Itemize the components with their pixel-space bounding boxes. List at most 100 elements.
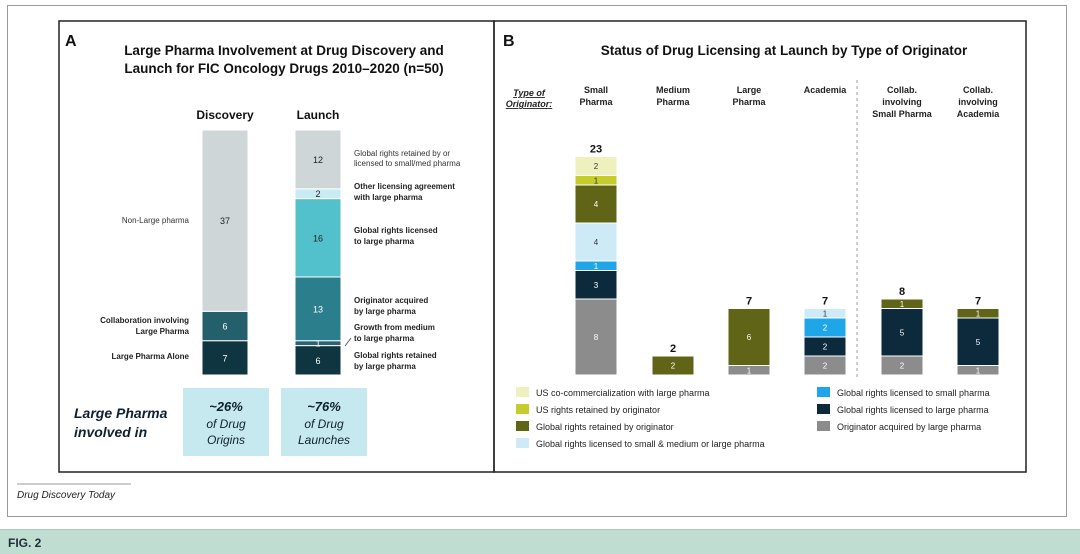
bar-segment-large-pharma-global-rights-retained-by-originator (727, 308, 771, 366)
value-label-collab-involving-academia-global-rights-licensed-to-large-pharma: 5 (976, 338, 981, 347)
legend-label-us-rights-retained-by-originator: US rights retained by originator (536, 405, 660, 415)
bar-segment-discovery-non-large-pharma (201, 129, 249, 312)
label-collab-line2: Large Pharma (136, 327, 190, 336)
value-label-collab-involving-small-pharma-global-rights-licensed-to-large-pharma: 5 (900, 328, 905, 337)
value-label-small-pharma-us-rights-retained-by-originator: 1 (594, 176, 599, 185)
panel-b-frame (493, 20, 1027, 473)
legend-label-global-rights-licensed-to-large-pharma: Global rights licensed to large pharma (837, 405, 989, 415)
panel-a-title-line2: Launch for FIC Oncology Drugs 2010–2020 … (124, 61, 443, 76)
category-header-collab-involving-academia-line1: Collab. (963, 85, 993, 95)
category-header-collab-involving-academia-line2: involving (958, 97, 998, 107)
category-header-collab-involving-academia-line3: Academia (957, 109, 1001, 119)
bar-segment-small-pharma-global-rights-licensed-to-large-pharma (574, 270, 618, 300)
panel-b-title: Status of Drug Licensing at Launch by Ty… (601, 43, 968, 58)
category-header-small-pharma-line1: Small (584, 85, 608, 95)
label-collab-line1: Collaboration involving (100, 316, 189, 325)
legend-label-global-rights-licensed-to-small-pharma: Global rights licensed to small pharma (837, 388, 990, 398)
value-label-small-pharma-global-rights-licensed-to-small-medium-or-large-pharma: 4 (594, 238, 599, 247)
value-label-small-pharma-global-rights-licensed-to-small-pharma: 1 (594, 262, 599, 271)
category-header-large-pharma-line1: Large (737, 85, 762, 95)
category-header-large-pharma-line2: Pharma (732, 97, 766, 107)
legend-swatch-originator-acquired-by-large-pharma (817, 421, 830, 431)
value-label-large-pharma-originator-acquired-by-large-pharma: 1 (747, 366, 752, 375)
value-label-launch-other-licensing-agreement-with-large-pharma: 2 (315, 189, 320, 199)
legend-label-originator-acquired-by-large-pharma: Originator acquired by large pharma (837, 422, 981, 432)
launch-label-licensed-large-2: to large pharma (354, 237, 415, 246)
bar-segment-collab-involving-academia-global-rights-retained-by-originator (956, 308, 1000, 319)
value-label-discovery-collaboration-involving-large-pharma: 6 (222, 322, 227, 332)
category-header-medium-pharma-line2: Pharma (656, 97, 690, 107)
discovery-header: Discovery (196, 108, 254, 122)
figure-caption-bar: FIG. 2 (0, 529, 1080, 554)
launch-label-growth-1: Growth from medium (354, 323, 435, 332)
bar-segment-collab-involving-small-pharma-global-rights-retained-by-originator (880, 298, 924, 309)
bar-segment-discovery-large-pharma-alone (201, 340, 249, 376)
category-header-small-pharma-line2: Pharma (579, 97, 613, 107)
source-credit: Drug Discovery Today (17, 490, 116, 501)
bar-segment-small-pharma-us-co-commercialization-with-large-pharma (574, 156, 618, 176)
total-label-academia: 7 (822, 296, 828, 308)
value-label-discovery-non-large-pharma: 37 (220, 216, 230, 226)
legend-label-global-rights-licensed-to-small-medium-or-large-pharma: Global rights licensed to small & medium… (536, 439, 765, 449)
total-label-small-pharma: 23 (590, 144, 602, 156)
launch-header: Launch (297, 108, 340, 122)
bar-segment-launch-originator-acquired-by-large-pharma (294, 276, 342, 342)
launch-label-acquired-1: Originator acquired (354, 296, 428, 305)
legend-label-global-rights-retained-by-originator: Global rights retained by originator (536, 422, 674, 432)
legend-swatch-us-co-commercialization-with-large-pharma (516, 387, 529, 397)
legend-label-us-co-commercialization-with-large-pharma: US co-commercialization with large pharm… (536, 388, 710, 398)
value-label-launch-growth-from-medium-to-large-pharma: 1 (315, 339, 320, 349)
panel-a-letter: A (65, 33, 77, 50)
category-header-collab-involving-small-pharma-line1: Collab. (887, 85, 917, 95)
launch-label-acquired-2: by large pharma (354, 307, 416, 316)
launch-label-retained-large-2: by large pharma (354, 362, 416, 371)
value-label-large-pharma-global-rights-retained-by-originator: 6 (747, 333, 752, 342)
bar-segment-academia-global-rights-licensed-to-small-medium-or-large-pharma (803, 308, 847, 319)
bar-segment-collab-involving-academia-global-rights-licensed-to-large-pharma (956, 317, 1000, 366)
value-label-medium-pharma-global-rights-retained-by-originator: 2 (671, 362, 676, 371)
legend-swatch-global-rights-retained-by-originator (516, 421, 529, 431)
value-label-collab-involving-small-pharma-originator-acquired-by-large-pharma: 2 (900, 362, 905, 371)
launch-label-licensed-large-1: Global rights licensed (354, 226, 438, 235)
launch-label-retained-small-2: licensed to small/med pharma (354, 159, 461, 168)
total-label-collab-involving-academia: 7 (975, 296, 981, 308)
value-label-launch-global-rights-retained-by-or-licensed-to-small-med-pharma: 12 (313, 155, 323, 165)
launch-label-other-licensing-1: Other licensing agreement (354, 182, 455, 191)
panel-a-title-line1: Large Pharma Involvement at Drug Discove… (124, 43, 444, 58)
label-non-large-pharma: Non-Large pharma (122, 216, 190, 225)
value-label-small-pharma-us-co-commercialization-with-large-pharma: 2 (594, 162, 599, 171)
value-label-discovery-large-pharma-alone: 7 (222, 353, 227, 363)
type-label-line2: Originator: (506, 99, 553, 109)
figure-border (7, 5, 1067, 517)
bar-segment-discovery-collaboration-involving-large-pharma (201, 310, 249, 342)
value-label-launch-global-rights-retained-by-large-pharma: 6 (315, 356, 320, 366)
category-header-collab-involving-small-pharma-line3: Small Pharma (872, 109, 933, 119)
callout-label-line1: Large Pharma (74, 405, 168, 421)
value-label-launch-global-rights-licensed-to-large-pharma: 16 (313, 233, 323, 243)
type-label-line1: Type of (513, 88, 546, 98)
callout-launch-line2: Launches (298, 433, 350, 447)
panel-b-category-headers: SmallPharmaMediumPharmaLargePharmaAcadem… (579, 85, 1000, 119)
total-label-large-pharma: 7 (746, 296, 752, 308)
legend-swatch-us-rights-retained-by-originator (516, 404, 529, 414)
bar-segment-launch-global-rights-licensed-to-large-pharma (294, 198, 342, 278)
legend-swatch-global-rights-licensed-to-large-pharma (817, 404, 830, 414)
bar-segment-small-pharma-originator-acquired-by-large-pharma (574, 298, 618, 376)
launch-label-retained-large-1: Global rights retained (354, 351, 437, 360)
callout-launch-line1: of Drug (304, 417, 344, 431)
value-label-academia-global-rights-licensed-to-small-medium-or-large-pharma: 1 (823, 309, 828, 318)
callout-launch-box (281, 388, 367, 456)
growth-leader-line (344, 337, 352, 347)
figure-canvas: A Large Pharma Involvement at Drug Disco… (17, 20, 1027, 501)
callout-discovery-line1: of Drug (206, 417, 246, 431)
bar-segment-launch-global-rights-retained-by-or-licensed-to-small-med-pharma (294, 129, 342, 190)
launch-label-retained-small-1: Global rights retained by or (354, 149, 450, 158)
launch-label-growth-2: to large pharma (354, 334, 415, 343)
value-label-small-pharma-originator-acquired-by-large-pharma: 8 (594, 333, 599, 342)
value-label-academia-originator-acquired-by-large-pharma: 2 (823, 362, 828, 371)
category-header-collab-involving-small-pharma-line2: involving (882, 97, 922, 107)
category-header-academia-line1: Academia (804, 85, 848, 95)
value-label-collab-involving-academia-global-rights-retained-by-originator: 1 (976, 309, 981, 318)
